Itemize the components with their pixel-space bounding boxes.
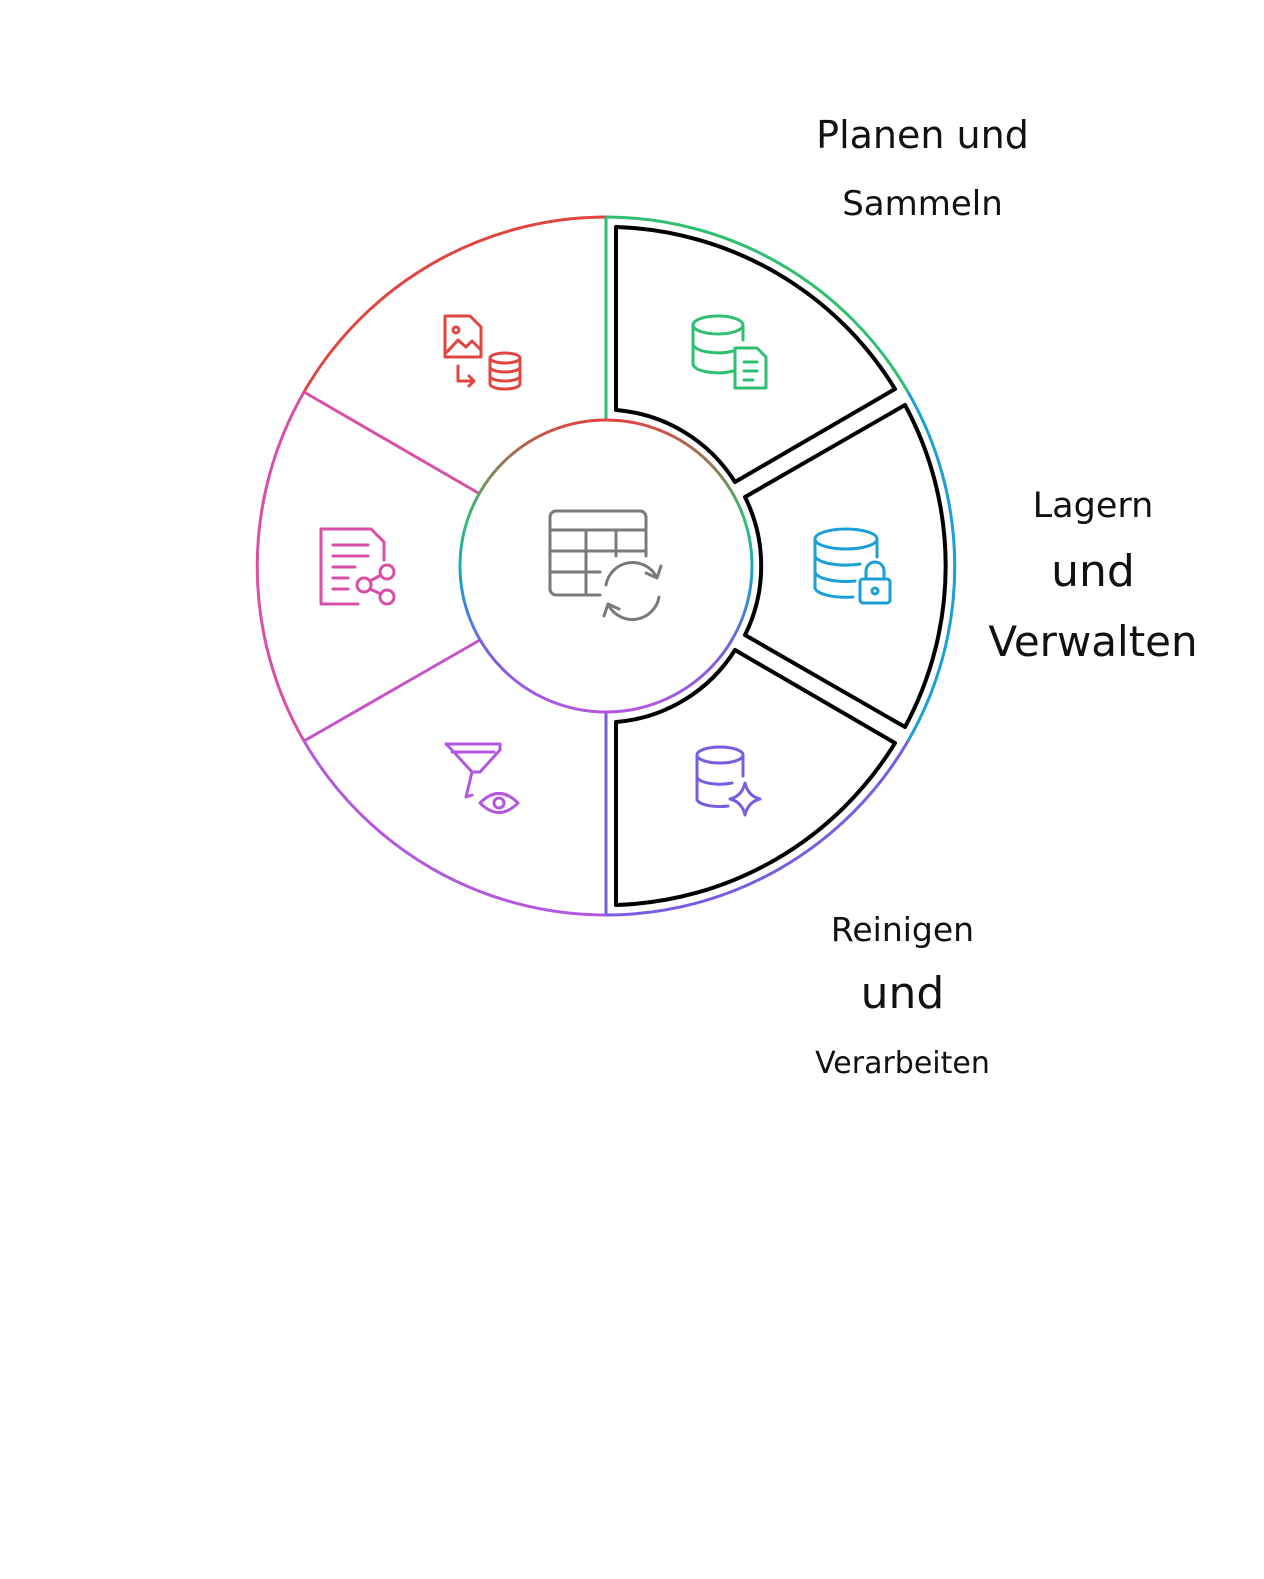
label-clean-process-line-1: Reinigen bbox=[830, 910, 975, 949]
database-document-icon bbox=[691, 314, 768, 390]
highlight-clean-process bbox=[614, 648, 897, 907]
ring-arc-import bbox=[302, 215, 607, 393]
ring-arc-plan bbox=[605, 215, 910, 393]
table-refresh-icon bbox=[548, 509, 663, 621]
document-share-icon bbox=[319, 527, 396, 606]
label-store-manage-line-3: Verwalten bbox=[988, 617, 1198, 666]
center-circle bbox=[458, 418, 754, 714]
label-clean-process: Reinigen und Verarbeiten bbox=[800, 908, 1005, 1084]
label-store-manage-line-1: Lagern bbox=[1032, 486, 1154, 526]
ring-arc-clean bbox=[605, 740, 910, 917]
highlight-store-manage bbox=[743, 403, 948, 729]
outer-ring bbox=[255, 215, 957, 917]
ring-arc-store bbox=[906, 391, 957, 742]
label-store-manage-line-2: und bbox=[1051, 546, 1135, 597]
image-to-database-icon bbox=[443, 314, 522, 391]
ring-arc-filter bbox=[302, 740, 607, 917]
segment-dividers bbox=[303, 217, 608, 915]
database-sparkle-icon bbox=[695, 745, 762, 817]
label-clean-process-line-2: und bbox=[860, 968, 945, 1019]
ring-arc-share bbox=[255, 391, 306, 742]
label-plan-collect: Planen und Sammeln bbox=[800, 110, 1045, 228]
label-clean-process-line-3: Verarbeiten bbox=[815, 1046, 990, 1081]
label-plan-collect-line-2: Sammeln bbox=[842, 184, 1003, 224]
label-plan-collect-line-1: Planen und bbox=[816, 113, 1029, 157]
highlight-outlines bbox=[614, 225, 948, 907]
label-store-manage: Lagern und Verwalten bbox=[982, 484, 1204, 670]
highlight-plan-collect bbox=[614, 225, 897, 484]
database-lock-icon bbox=[813, 527, 892, 605]
filter-eye-icon bbox=[444, 742, 520, 814]
